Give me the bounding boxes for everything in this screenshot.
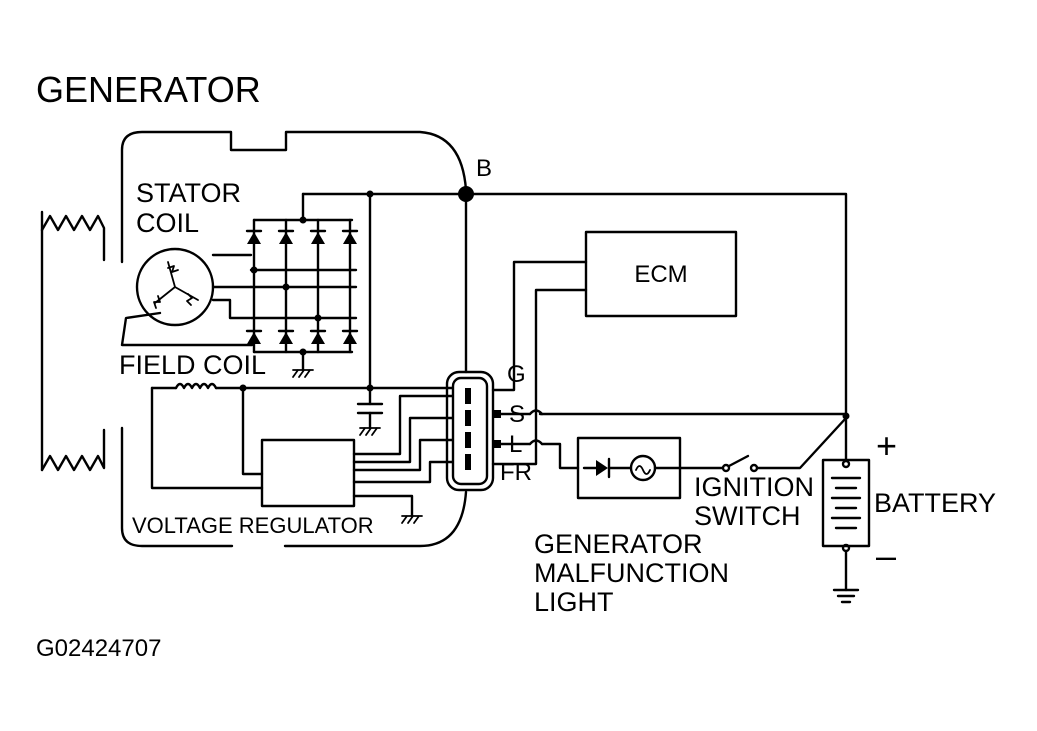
stator-coil-symbol: [120, 247, 254, 347]
diagram-title: GENERATOR: [36, 69, 261, 110]
ecm-module: ECM: [584, 230, 738, 318]
stator-coil-label-line1: STATOR: [136, 178, 241, 208]
field-coil: [150, 382, 454, 490]
stator-coil-label-line2: COIL: [136, 208, 199, 238]
left-bracket: [40, 210, 106, 472]
battery-negative-sign: –: [876, 535, 896, 576]
diode-group-upper: [245, 229, 359, 244]
ignition-switch-label-line2: SWITCH: [694, 501, 800, 531]
battery: [821, 416, 871, 604]
ignition-switch-label-line1: IGNITION: [694, 472, 814, 502]
diode-group-lower: [245, 329, 359, 344]
malfunction-light-label-line2: MALFUNCTION: [534, 558, 729, 588]
terminal-b-bus: B: [301, 155, 848, 418]
battery-label: BATTERY: [874, 488, 996, 518]
battery-positive-sign: +: [876, 425, 897, 466]
malfunction-light-label-line1: GENERATOR: [534, 529, 703, 559]
voltage-regulator: [260, 394, 454, 524]
malfunction-light: [576, 436, 724, 500]
terminal-b-label: B: [476, 155, 492, 182]
rectifier-bridge: [245, 192, 359, 378]
terminal-s-label: S: [509, 401, 525, 428]
voltage-regulator-label: VOLTAGE REGULATOR: [132, 513, 374, 538]
generator-housing: [120, 130, 468, 548]
ecm-label: ECM: [634, 261, 687, 288]
connector-block: [445, 370, 501, 492]
ignition-switch: [721, 416, 848, 473]
malfunction-light-label-line3: LIGHT: [534, 587, 614, 617]
field-coil-label: FIELD COIL: [119, 350, 266, 380]
terminal-fr-label: FR: [500, 459, 532, 486]
figure-code: G02424707: [36, 635, 161, 662]
terminal-wiring: G S L FR: [491, 260, 850, 486]
capacitor: [356, 190, 384, 436]
terminal-l-label: L: [509, 431, 522, 458]
terminal-g-label: G: [507, 361, 526, 388]
